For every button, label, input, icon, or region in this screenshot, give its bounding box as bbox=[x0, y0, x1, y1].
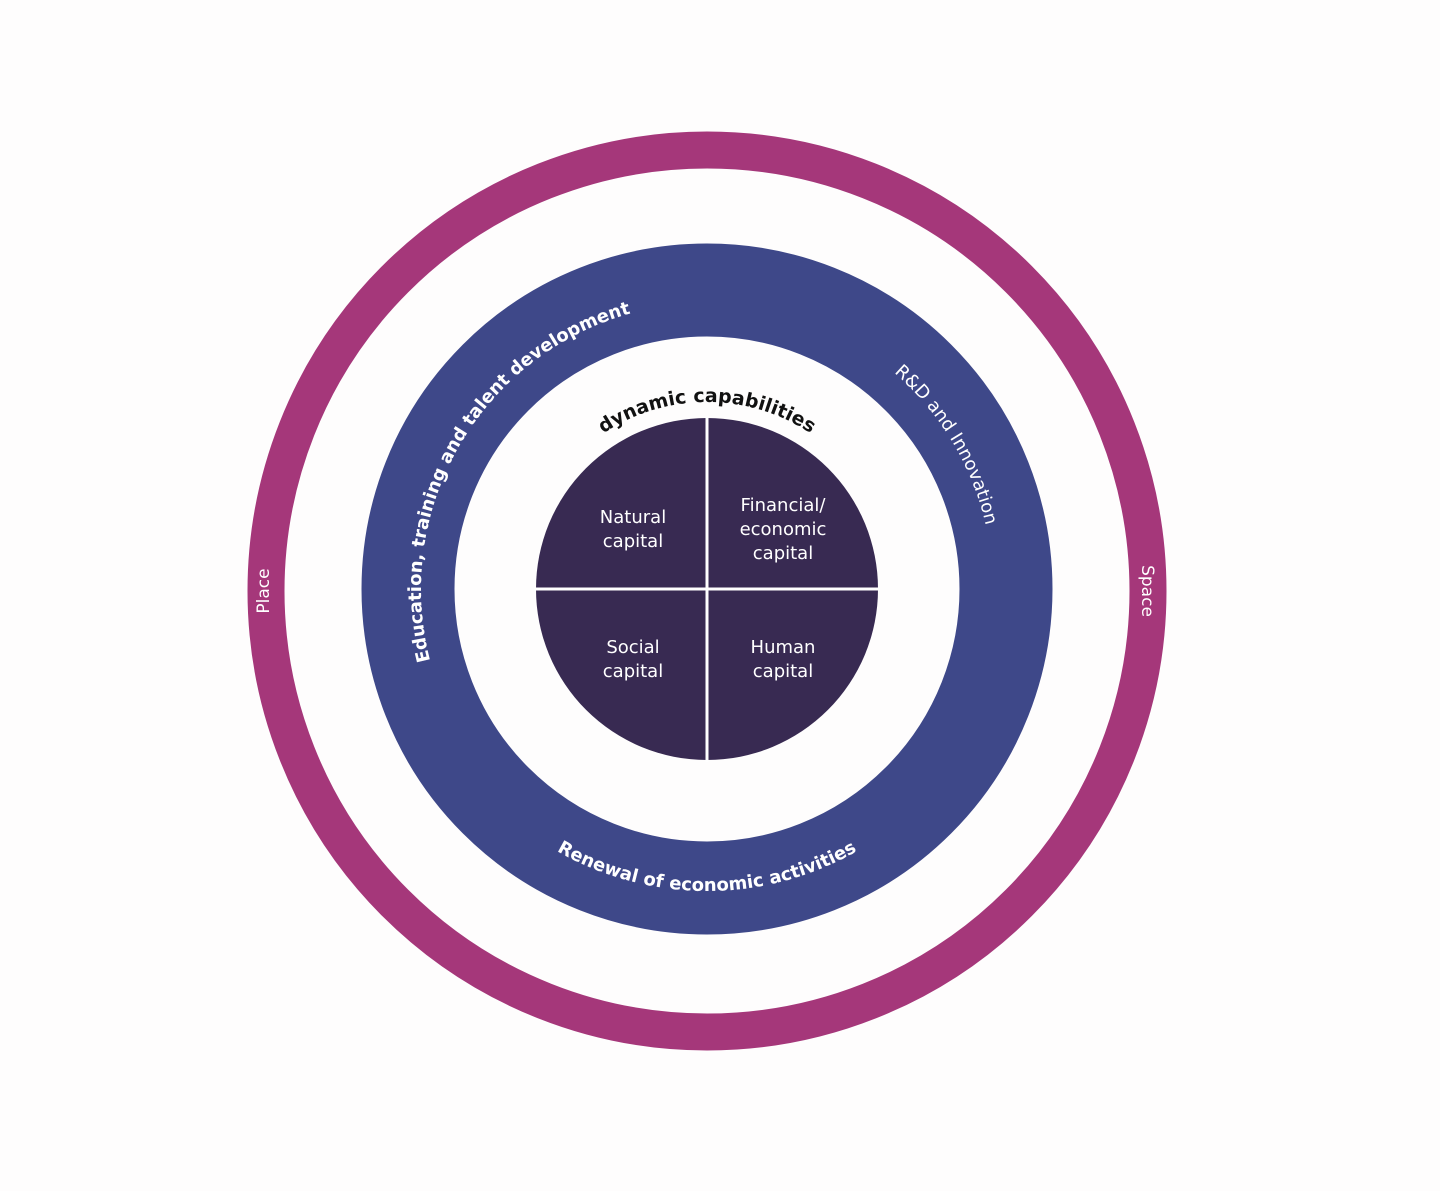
middle-ring bbox=[361, 243, 1053, 935]
space-label: Space bbox=[1137, 565, 1157, 617]
place-label: Place bbox=[254, 568, 274, 613]
outer-ring bbox=[247, 131, 1167, 1051]
